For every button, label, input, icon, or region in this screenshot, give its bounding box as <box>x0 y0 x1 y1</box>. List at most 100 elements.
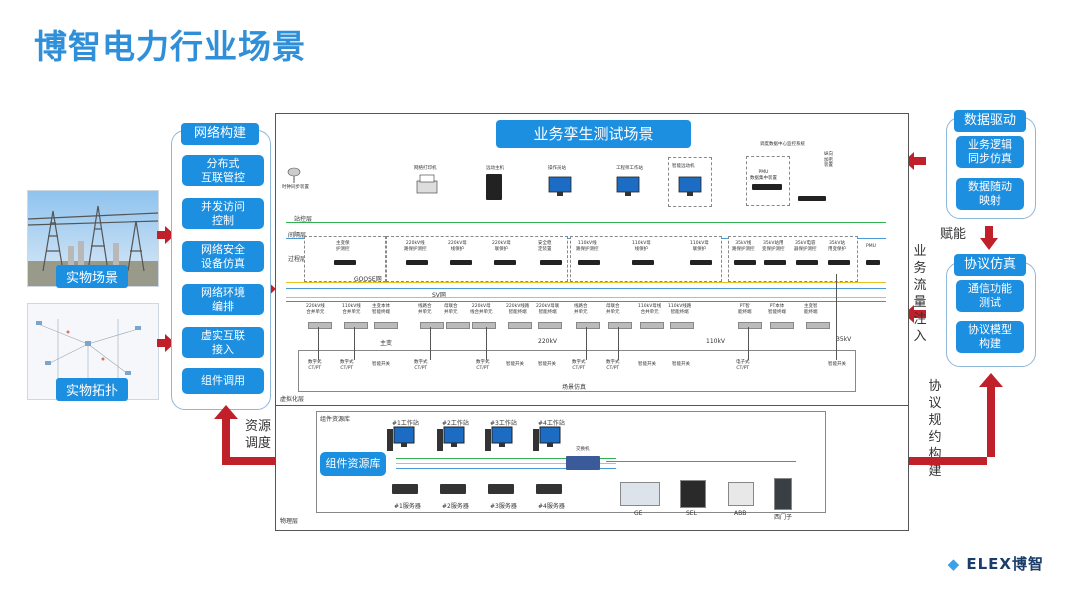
sensor-label: 数字式 CT/PT <box>476 360 490 371</box>
bay-device-label: 220kV线 路保护测控 <box>404 241 427 252</box>
merge-unit-label: 220kV母 线合并单元 <box>470 304 493 315</box>
merge-unit-icon <box>738 322 762 329</box>
firewall-device-icon <box>798 196 826 201</box>
merge-unit-icon <box>806 322 830 329</box>
comm-test-button[interactable]: 通信功能 测试 <box>956 280 1024 312</box>
component-call-button[interactable]: 组件调用 <box>182 368 264 394</box>
bay-device-icon <box>334 260 356 265</box>
sv-bus-yellow <box>286 297 886 299</box>
arrow-scene-to-network <box>157 226 175 244</box>
workstation-label: #4工作站 <box>538 420 565 427</box>
data-driven-header: 数据驱动 <box>954 110 1026 132</box>
arrow-data-to-twin <box>904 152 926 170</box>
pmu-group-label: 调度数据中心监控系统 <box>760 142 805 147</box>
bay-device-label: 35kV电容 器保护测控 <box>794 241 817 252</box>
env-orchestration-button[interactable]: 网络环境 编排 <box>182 284 264 315</box>
merge-unit-icon <box>446 322 470 329</box>
distributed-control-button[interactable]: 分布式 互联管控 <box>182 155 264 186</box>
merge-unit-icon <box>374 322 398 329</box>
engineer-pc-icon <box>616 176 640 196</box>
sensor-label: 数字式 CT/PT <box>572 360 586 371</box>
sensor-label: 智能开关 <box>638 362 656 367</box>
connector <box>586 327 587 360</box>
brand-logo: ◆ ELEX博智 <box>948 553 1044 574</box>
merge-unit-label: 110kV母线 合并单元 <box>638 304 662 315</box>
physical-topology-photo <box>27 303 159 400</box>
traffic-inject-label: 业务 流量 注入 <box>913 244 927 344</box>
satellite-label: 时钟同步装置 <box>282 185 309 190</box>
merge-unit-icon <box>472 322 496 329</box>
merge-unit-icon <box>608 322 632 329</box>
bay-device-icon <box>764 260 786 265</box>
page-title: 博智电力行业场景 <box>34 27 306 66</box>
lib-bus-yellow <box>396 463 616 465</box>
sensor-label: 数字式 CT/PT <box>308 360 322 371</box>
server-label: #3服务器 <box>490 503 517 510</box>
ge-device-icon <box>620 482 660 506</box>
vendor-label: SEL <box>686 510 697 517</box>
goose-bus-blue <box>286 288 886 290</box>
protocol-model-button[interactable]: 协议模型 构建 <box>956 321 1024 353</box>
workstation-label: #3工作站 <box>490 420 517 427</box>
merge-unit-label: 主变智 能终端 <box>804 304 818 315</box>
bay-device-label: 35kV站 用变保护 <box>828 241 846 252</box>
printer-icon <box>416 174 438 194</box>
physical-layer-box: 组件资源库 #1工作站 #2工作站 #3工作站 #4工作站 交换机 组件资源库 … <box>275 405 909 531</box>
security-sim-button[interactable]: 网络安全 设备仿真 <box>182 241 264 272</box>
merge-unit-label: 220kV母联 智能终端 <box>536 304 560 315</box>
merge-unit-icon <box>420 322 444 329</box>
pmu-label: PMU 数据集中装置 <box>750 170 777 181</box>
concurrent-access-button[interactable]: 并发访问 控制 <box>182 198 264 229</box>
resource-dispatch-label: 资源 调度 <box>244 419 271 451</box>
switch-icon <box>566 456 600 470</box>
component-library-title: 组件资源库 <box>320 416 351 423</box>
voltage-35-label: 35kV <box>836 336 852 343</box>
sensor-label: 智能开关 <box>672 362 690 367</box>
bay-group-3 <box>570 236 722 282</box>
connector <box>486 327 487 360</box>
workstation-icon <box>437 426 465 451</box>
merge-unit-icon <box>344 322 368 329</box>
bay-device-icon <box>690 260 712 265</box>
scene-simulation-label: 场景仿真 <box>562 384 587 391</box>
bay-device-label: 主变保 护测控 <box>336 241 350 252</box>
sensor-label: 电子式 CT/PT <box>736 360 750 371</box>
merge-unit-label: 母联合 并单元 <box>444 304 458 315</box>
merge-unit-icon <box>308 322 332 329</box>
merge-unit-label: 母联合 并单元 <box>606 304 620 315</box>
merge-unit-icon <box>670 322 694 329</box>
workstation-label: #1工作站 <box>392 420 419 427</box>
bay-device-icon <box>828 260 850 265</box>
merge-unit-icon <box>576 322 600 329</box>
lib-bus-blue <box>396 468 616 470</box>
logic-sync-button[interactable]: 业务逻辑 同步仿真 <box>956 136 1024 168</box>
workstation-icon <box>387 426 415 451</box>
bay-group-1 <box>304 236 386 282</box>
vendor-label: ABB <box>734 510 747 517</box>
bay-device-label: 安全稳 定装置 <box>538 241 552 252</box>
voltage-110-label: 110kV <box>706 338 726 345</box>
server-icon <box>536 484 562 494</box>
virtual-real-access-button[interactable]: 虚实互联 接入 <box>182 327 264 358</box>
siemens-device-icon <box>774 478 792 510</box>
workstation-icon <box>533 426 561 451</box>
bay-device-icon <box>632 260 654 265</box>
component-library-button[interactable]: 组件资源库 <box>320 452 386 476</box>
smart-gateway-label: 智能远动机 <box>672 164 695 169</box>
merge-unit-label: 线路合 并单元 <box>574 304 588 315</box>
virtual-layer-label: 虚拟化层 <box>280 396 305 403</box>
merge-unit-label: 110kV线路 智能终端 <box>668 304 692 315</box>
data-mapping-button[interactable]: 数据随动 映射 <box>956 178 1024 210</box>
arrow-topology-to-network <box>157 334 175 352</box>
bay-device-label: 110kV母 线保护 <box>632 241 651 252</box>
sensor-label: 数字式 CT/PT <box>606 360 620 371</box>
vendor-bus-green <box>606 461 796 463</box>
bay-device-icon <box>796 260 818 265</box>
connector <box>354 327 355 360</box>
merge-unit-label: 线路合 并单元 <box>418 304 432 315</box>
bay-device-label: PMU <box>866 244 876 249</box>
server-label: #4服务器 <box>538 503 565 510</box>
merge-unit-label: 220kV线 合并单元 <box>306 304 325 315</box>
pmu-device-icon <box>752 184 782 190</box>
sensor-label: 智能开关 <box>506 362 524 367</box>
